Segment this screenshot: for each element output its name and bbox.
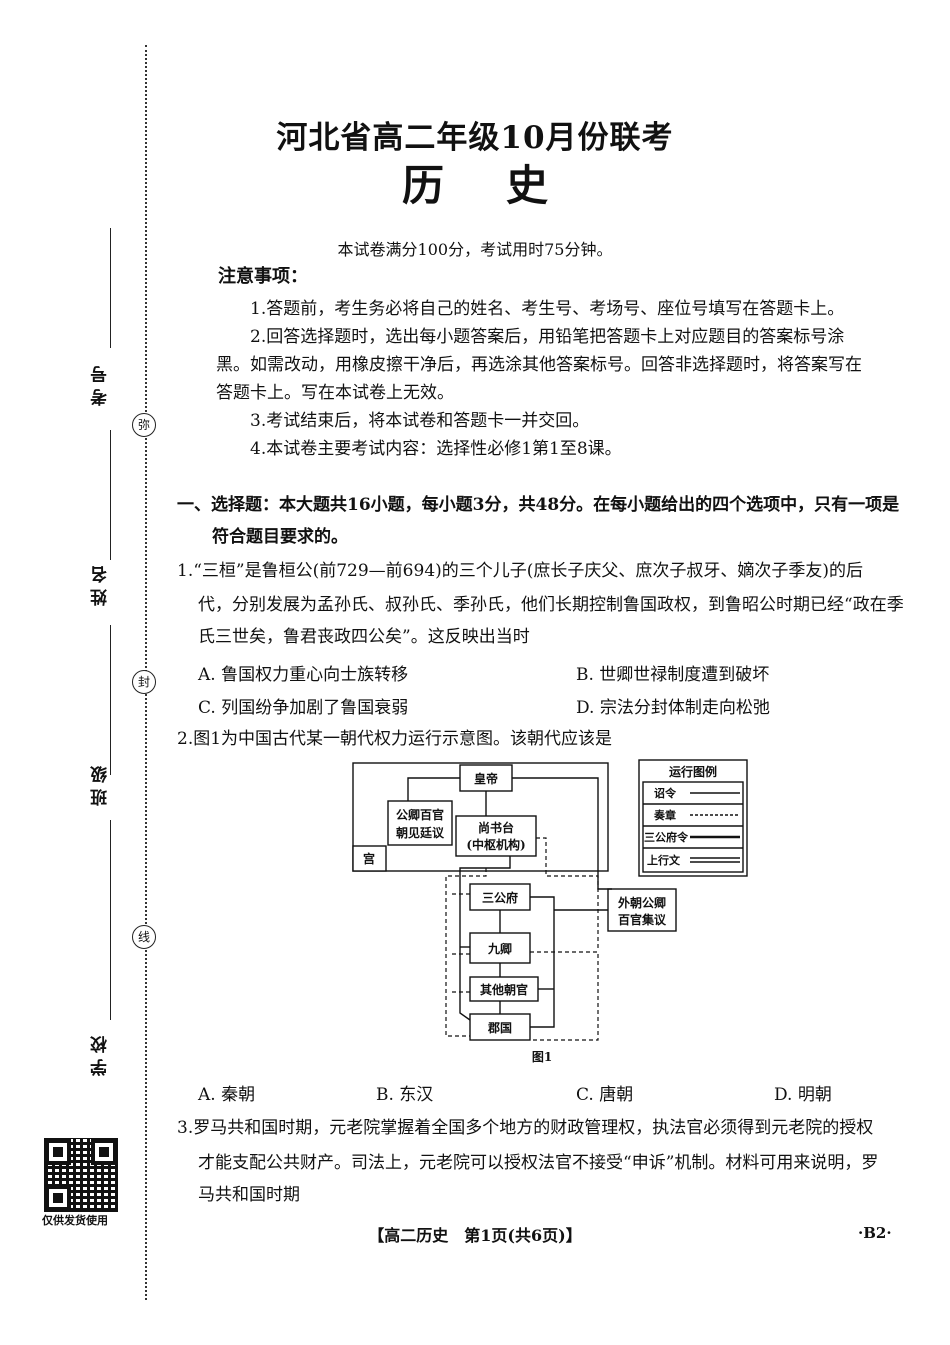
notice-item: 黑。如需改动，用橡皮擦干净后，再选涂其他答案标号。回答非选择题时，将答案写在 — [216, 355, 862, 375]
qr-code-icon — [44, 1138, 118, 1212]
q2-option-a[interactable]: A. 秦朝 — [198, 1085, 256, 1105]
class-write-line[interactable] — [110, 625, 111, 775]
notice-item: 3.考试结束后，将本试卷和答题卡一并交回。 — [250, 411, 590, 431]
school-write-line[interactable] — [110, 820, 111, 1020]
notice-item: 2.回答选择题时，选出每小题答案后，用铅笔把答题卡上对应题目的答案标号涂 — [250, 327, 845, 347]
legend-item-upward-doc: 上行文 — [647, 853, 681, 867]
legend-item-sangong-order: 三公府令 — [644, 830, 689, 844]
paper-code: ·B2· — [858, 1224, 892, 1242]
q1-stem: 代，分别发展为孟孙氏、叔孙氏、季孙氏，他们长期控制鲁国政权，到鲁昭公时期已经“政… — [198, 595, 904, 615]
q3-stem: 马共和国时期 — [198, 1185, 300, 1205]
legend-item-edict: 诏令 — [654, 786, 677, 800]
page-footer: 【高二历史 第1页(共6页)】 — [368, 1226, 582, 1245]
q2-option-b[interactable]: B. 东汉 — [376, 1085, 434, 1105]
q2-stem: 2.图1为中国古代某一朝代权力运行示意图。该朝代应该是 — [177, 729, 613, 749]
q1-stem: 1.“三桓”是鲁桓公(前729—前694)的三个儿子(庶长子庆父、庶次子叔牙、嫡… — [177, 561, 864, 581]
node-other-officials: 其他朝官 — [480, 982, 528, 997]
node-commandery: 郡国 — [487, 1021, 512, 1035]
node-outer-court: 外朝公卿 — [618, 895, 666, 910]
notice-heading: 注意事项： — [218, 266, 308, 287]
seal-char-xian: 线 — [132, 925, 156, 949]
figure-caption: 图1 — [532, 1050, 552, 1064]
legend-item-memorial: 奏章 — [653, 808, 676, 822]
legend-title: 运行图例 — [669, 764, 717, 779]
q3-stem: 才能支配公共财产。司法上，元老院可以授权法官不接受“申诉”机制。材料可用来说明，… — [198, 1153, 879, 1173]
seal-char-feng: 封 — [132, 670, 156, 694]
exam-title: 河北省高二年级10月份联考 — [276, 120, 674, 156]
node-palace: 宫 — [363, 851, 375, 866]
field-label-name: 姓名 — [91, 560, 111, 606]
node-court-officials-sub: 朝见廷议 — [396, 825, 445, 840]
node-sangongfu: 三公府 — [482, 890, 518, 905]
notice-item: 答题卡上。写在本试卷上无效。 — [216, 383, 454, 403]
node-shangshu: 尚书台 — [478, 820, 514, 835]
field-label-school: 学校 — [91, 1030, 111, 1076]
q1-option-c[interactable]: C. 列国纷争加剧了鲁国衰弱 — [198, 698, 409, 718]
q2-option-d[interactable]: D. 明朝 — [774, 1085, 832, 1105]
power-structure-diagram: 皇帝 公卿百官 朝见廷议 尚书台 (中枢机构) 宫 三公府 九卿 其他朝官 郡国… — [352, 759, 748, 1064]
subject-title: 历史 — [401, 161, 610, 210]
qr-caption: 仅供发货使用 — [42, 1214, 108, 1227]
notice-item: 4.本试卷主要考试内容：选择性必修1第1至8课。 — [250, 439, 622, 459]
field-label-exam-number: 考号 — [91, 360, 111, 406]
q1-option-b[interactable]: B. 世卿世禄制度遭到破坏 — [576, 665, 770, 685]
q2-option-c[interactable]: C. 唐朝 — [576, 1085, 634, 1105]
section-heading-cont: 符合题目要求的。 — [212, 527, 348, 547]
node-court-officials: 公卿百官 — [396, 807, 444, 822]
node-outer-court-sub: 百官集议 — [618, 912, 667, 927]
q1-option-d[interactable]: D. 宗法分封体制走向松弛 — [576, 698, 770, 718]
q1-stem: 氏三世矣，鲁君丧政四公矣”。这反映出当时 — [198, 627, 530, 647]
node-emperor: 皇帝 — [474, 771, 498, 786]
score-info: 本试卷满分100分，考试用时75分钟。 — [337, 240, 613, 259]
q1-option-a[interactable]: A. 鲁国权力重心向士族转移 — [198, 665, 409, 685]
q3-stem: 3.罗马共和国时期，元老院掌握着全国多个地方的财政管理权，执法官必须得到元老院的… — [177, 1118, 874, 1138]
node-shangshu-sub: (中枢机构) — [466, 837, 525, 852]
notice-item: 1.答题前，考生务必将自己的姓名、考生号、考场号、座位号填写在答题卡上。 — [250, 299, 845, 319]
name-write-line[interactable] — [110, 430, 111, 560]
node-jiuqing: 九卿 — [487, 941, 512, 956]
field-label-class: 班级 — [91, 760, 111, 806]
section-heading: 一、选择题：本大题共16小题，每小题3分，共48分。在每小题给出的四个选项中，只… — [177, 495, 900, 515]
exam-number-write-line[interactable] — [110, 228, 111, 348]
seal-char-mi: 弥 — [132, 413, 156, 437]
